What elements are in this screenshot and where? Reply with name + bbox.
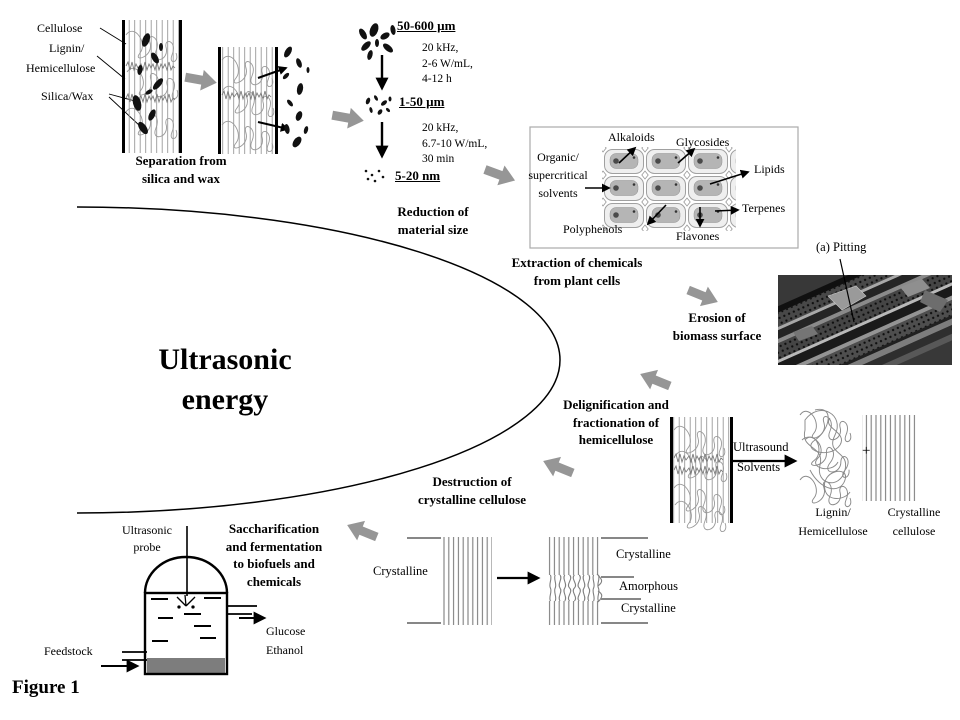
cellulose-label: Cellulose <box>37 21 83 35</box>
lignin-label: Lignin/ <box>49 41 85 55</box>
amorphous-label: Amorphous <box>619 579 679 593</box>
plus-sign: + <box>862 443 871 459</box>
expelled-particles <box>282 46 310 148</box>
crystalline-bottom-label: Crystalline <box>621 601 676 615</box>
crystalline-cellulose-block <box>862 415 918 501</box>
crystalline-block-before <box>443 537 492 625</box>
liquid-dashes <box>151 597 221 642</box>
lignin-tangle <box>797 408 856 508</box>
extraction-box <box>529 126 799 249</box>
biomass-fiber-panel-1 <box>122 20 182 153</box>
separation-arrow <box>183 66 219 94</box>
products-label: Glucose Ethanol <box>266 624 306 657</box>
delignification-group <box>670 408 918 533</box>
amorphous-wavy-lines <box>549 573 603 603</box>
pitting-leader-line <box>839 258 855 323</box>
outlet-pipe <box>227 605 257 615</box>
crystalline-block-after <box>548 537 603 625</box>
crystalline-top-label: Crystalline <box>616 547 671 561</box>
sem-pitting-image <box>778 258 952 365</box>
size-5-20nm: 5-20 nm <box>395 168 441 183</box>
lignin-hemicellulose-label: Lignin/ Hemicellulose <box>798 505 868 538</box>
particles-5-20nm <box>364 169 385 183</box>
separation-caption: Separation from silica and wax <box>135 153 227 186</box>
ultrasonic-energy-oval <box>76 206 561 514</box>
feedstock-label: Feedstock <box>44 644 93 658</box>
saccharification-caption: Saccharification and fermentation to bio… <box>225 521 323 589</box>
figure-label: Figure 1 <box>12 677 80 698</box>
alkaloids-label: Alkaloids <box>608 130 655 144</box>
hemicellulose-label: Hemicellulose <box>26 61 96 75</box>
delignification-caption: Delignification and fractionation of hem… <box>563 397 669 447</box>
ultrasonic-probe-label: Ultrasonic probe <box>122 523 172 554</box>
solvents-arrow-label: Solvents <box>737 460 781 474</box>
to-saccharification-arrow <box>343 515 381 547</box>
terpenes-label: Terpenes <box>742 201 786 215</box>
glycosides-label: Glycosides <box>676 135 730 149</box>
size-50-600um: 50-600 µm <box>397 18 456 33</box>
extraction-caption: Extraction of chemicals from plant cells <box>511 255 643 288</box>
to-reduction-arrow <box>330 104 366 132</box>
particles-1-50um <box>365 95 392 115</box>
biomass-fiber-panel-2 <box>218 46 310 154</box>
erosion-caption: Erosion of biomass surface <box>672 310 762 343</box>
silica-wax-particles <box>132 33 164 135</box>
conditions-1: 20 kHz, 2-6 W/mL, 4-12 h <box>422 42 473 85</box>
to-delignification-arrow <box>636 364 674 396</box>
crystalline-left-label: Crystalline <box>373 564 428 578</box>
sonoreactor-vessel <box>101 526 267 676</box>
to-erosion-arrow <box>684 280 722 312</box>
ultrasonic-energy-title: Ultrasonic energy <box>158 343 292 416</box>
silica-wax-label: Silica/Wax <box>41 89 94 103</box>
solvents-label: Organic/ supercritical solvents <box>528 150 588 200</box>
polyphenols-label: Polyphenols <box>563 222 623 236</box>
chemical-label-arrows <box>585 146 750 228</box>
reduction-caption: Reduction of material size <box>397 204 469 237</box>
conditions-2: 20 kHz, 6.7-10 W/mL, 30 min <box>422 122 488 165</box>
particles-50-600um <box>359 23 396 60</box>
inlet-pipe <box>122 651 147 661</box>
cavitation-splash <box>176 594 196 609</box>
crystalline-cellulose-label: Crystalline cellulose <box>887 505 941 538</box>
pitting-label: (a) Pitting <box>816 240 867 254</box>
size-reduction-chain <box>359 23 396 183</box>
vessel-dome <box>143 555 229 594</box>
size-1-50um: 1-50 µm <box>399 94 445 109</box>
lipids-label: Lipids <box>754 162 785 176</box>
ultrasound-label: Ultrasound <box>733 440 789 454</box>
sediment-layer <box>147 658 225 673</box>
crystalline-destruction-diagram <box>407 537 648 625</box>
flavones-label: Flavones <box>676 229 720 243</box>
destruction-caption: Destruction of crystalline cellulose <box>418 474 526 507</box>
